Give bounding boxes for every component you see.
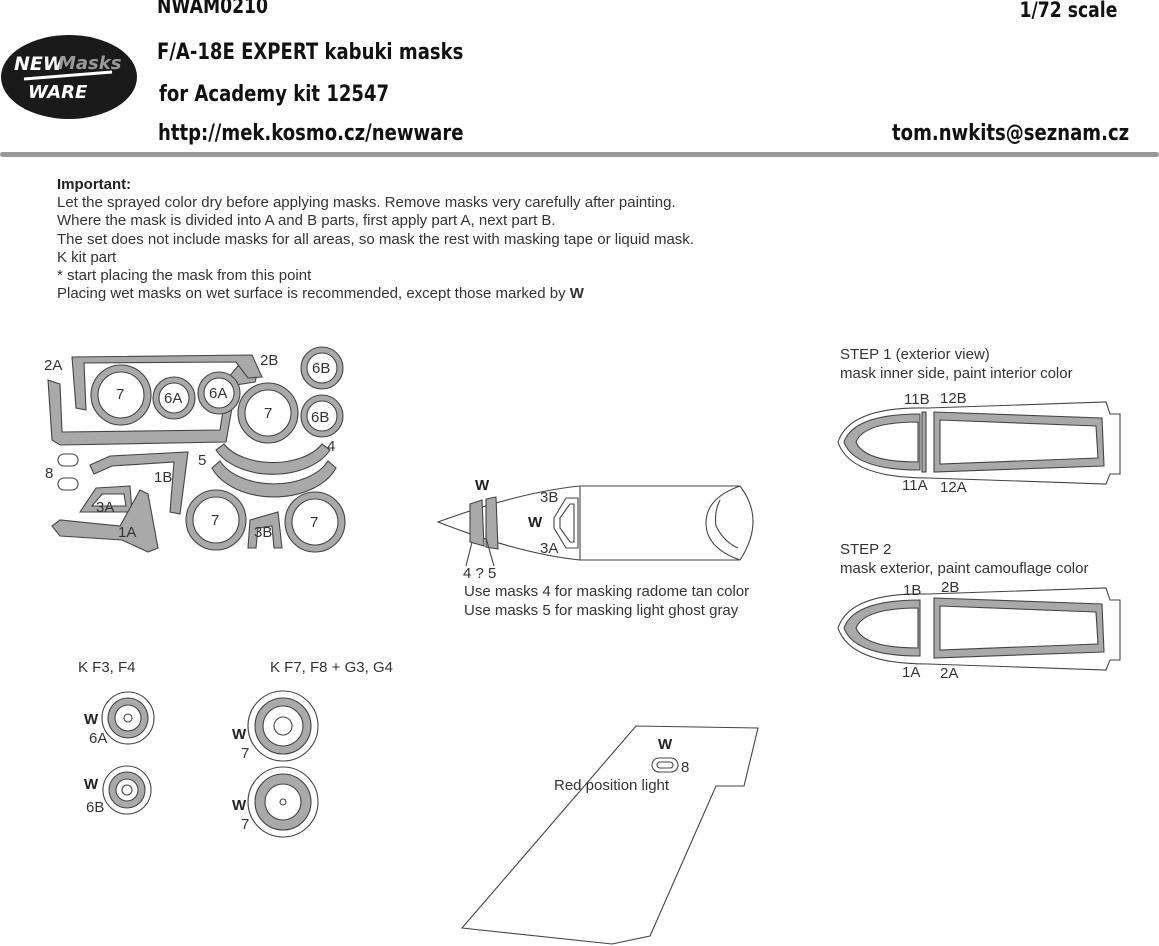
svg-text:3A: 3A <box>96 499 114 516</box>
svg-text:7: 7 <box>211 512 219 529</box>
instructions-block: Important: Let the sprayed color dry bef… <box>57 176 694 303</box>
svg-text:6A: 6A <box>89 730 107 747</box>
svg-text:12A: 12A <box>940 479 967 496</box>
svg-text:1A: 1A <box>118 524 136 541</box>
svg-text:11A: 11A <box>902 477 928 494</box>
instructions-heading: Important: <box>57 176 132 193</box>
wet-symbol-icon: W <box>475 477 490 494</box>
step1-title: STEP 1 (exterior view) <box>840 346 990 363</box>
kit-code: NWAM0210 <box>157 0 269 18</box>
svg-text:6B: 6B <box>86 799 104 816</box>
wheel-diagrams: W W W W 6A 6B 7 7 <box>84 690 319 838</box>
svg-text:Masks: Masks <box>58 53 122 74</box>
radome-diagram: W W 3B 3A 4 ? 5 <box>436 477 754 582</box>
wet-symbol-icon: W <box>84 711 99 728</box>
wet-symbol-icon: W <box>569 285 584 303</box>
svg-text:8: 8 <box>681 759 689 776</box>
step1-desc: mask inner side, paint interior color <box>840 365 1073 382</box>
svg-text:6A: 6A <box>164 390 182 407</box>
wheel-group-2-label: K F7, F8 + G3, G4 <box>270 659 393 676</box>
svg-text:7: 7 <box>241 745 249 762</box>
wet-symbol-icon: W <box>232 797 247 814</box>
instruction-line: Placing wet masks on wet surface is reco… <box>57 285 584 303</box>
wet-symbol-icon: W <box>84 776 99 793</box>
product-title: F/A-18E EXPERT kabuki masks <box>157 40 464 65</box>
svg-text:4: 4 <box>327 438 335 455</box>
wheel-group-1-label: K F3, F4 <box>78 659 136 676</box>
instruction-line: Where the mask is divided into A and B p… <box>57 212 556 230</box>
svg-text:3A: 3A <box>540 540 558 557</box>
instruction-line: Let the sprayed color dry before applyin… <box>57 194 676 212</box>
svg-text:5: 5 <box>198 452 206 469</box>
step2-desc: mask exterior, paint camouflage color <box>840 560 1089 577</box>
canopy-step2: 1B 2B 1A 2A <box>837 579 1121 682</box>
svg-text:NEW: NEW <box>14 53 65 75</box>
svg-text:2A: 2A <box>44 357 62 374</box>
svg-text:1B: 1B <box>903 582 921 599</box>
wet-symbol-icon: W <box>528 514 543 531</box>
svg-text:6B: 6B <box>312 360 330 377</box>
svg-text:3B: 3B <box>254 524 272 541</box>
step2-title: STEP 2 <box>840 541 892 558</box>
svg-text:7: 7 <box>264 405 272 422</box>
wet-symbol-icon: W <box>658 736 673 753</box>
svg-text:7: 7 <box>310 514 318 531</box>
svg-text:2A: 2A <box>940 665 958 682</box>
svg-text:8: 8 <box>45 465 53 482</box>
svg-text:1A: 1A <box>902 664 920 681</box>
radome-note-5: Use masks 5 for masking light ghost gray <box>464 602 739 619</box>
radome-note-4: Use masks 4 for masking radome tan color <box>464 583 750 600</box>
product-subtitle: for Academy kit 12547 <box>159 82 390 107</box>
svg-text:6B: 6B <box>311 409 329 426</box>
svg-text:2B: 2B <box>941 579 959 596</box>
email-link[interactable]: tom.nwkits@seznam.cz <box>891 121 1129 146</box>
svg-text:7: 7 <box>241 816 249 833</box>
svg-text:7: 7 <box>116 386 124 403</box>
svg-text:3B: 3B <box>540 489 558 506</box>
instruction-line: The set does not include masks for all a… <box>57 230 694 248</box>
svg-text:4 ? 5: 4 ? 5 <box>463 565 496 582</box>
canopy-step1: 11B 12B 11A 12A <box>837 390 1121 496</box>
website-link[interactable]: http://mek.kosmo.cz/newware <box>158 121 464 146</box>
svg-text:11B: 11B <box>904 391 930 408</box>
svg-text:12B: 12B <box>940 390 967 407</box>
svg-text:1B: 1B <box>154 469 172 486</box>
header-divider <box>0 152 1159 157</box>
scale-label: 1/72 scale <box>1019 0 1117 22</box>
svg-text:2B: 2B <box>260 352 278 369</box>
tail-caption: Red position light <box>554 777 670 794</box>
svg-text:6A: 6A <box>209 385 227 402</box>
wet-symbol-icon: W <box>232 726 247 743</box>
instruction-line: K kit part <box>57 248 117 266</box>
newware-logo: NEW Masks WARE <box>1 35 137 119</box>
mask-sheet: 7 6A 6A 6B 7 6B 7 7 2A 2B 4 5 8 1B 3A 1A… <box>44 346 346 553</box>
svg-text:WARE: WARE <box>28 82 88 103</box>
instruction-line: * start placing the mask from this point <box>57 267 312 285</box>
tail-diagram: W 8 <box>460 725 759 945</box>
